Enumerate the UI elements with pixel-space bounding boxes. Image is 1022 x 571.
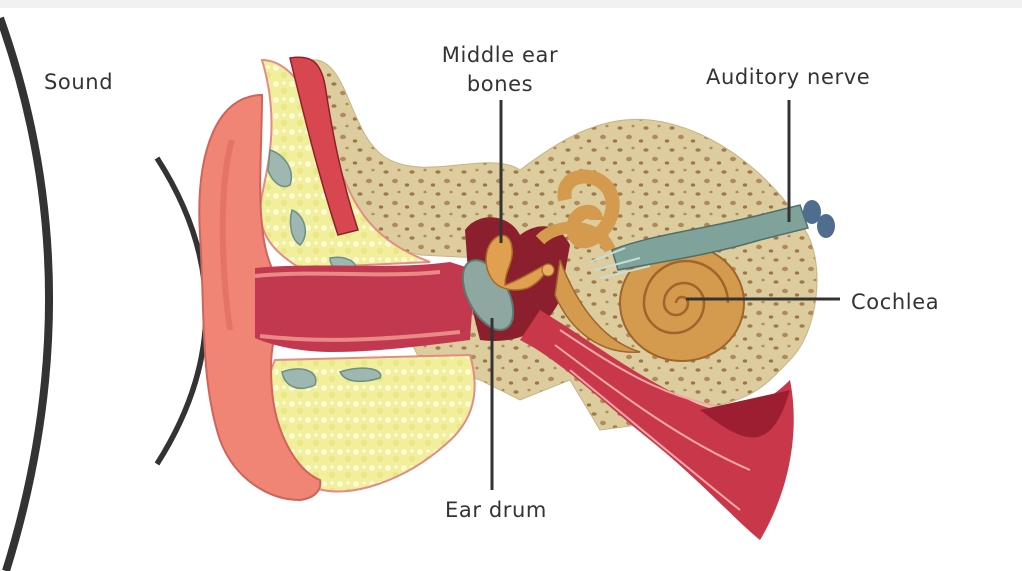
upper-muscle <box>289 56 359 236</box>
semicircular-canals <box>557 169 620 249</box>
auditory-nerve-shape <box>589 200 835 279</box>
eustachian-tube <box>520 310 794 540</box>
cochlea-shape <box>554 244 745 362</box>
label-middle-ear-bones-line1: Middle ear <box>442 43 558 67</box>
top-strip <box>0 0 1022 8</box>
label-auditory-nerve: Auditory nerve <box>706 65 870 89</box>
label-middle-ear-bones-line2: bones <box>467 72 533 96</box>
sound-wave-large <box>0 16 53 571</box>
label-sound: Sound <box>44 70 113 94</box>
label-ear-drum: Ear drum <box>445 498 547 522</box>
ear-canal <box>255 262 475 352</box>
label-cochlea: Cochlea <box>851 290 939 314</box>
